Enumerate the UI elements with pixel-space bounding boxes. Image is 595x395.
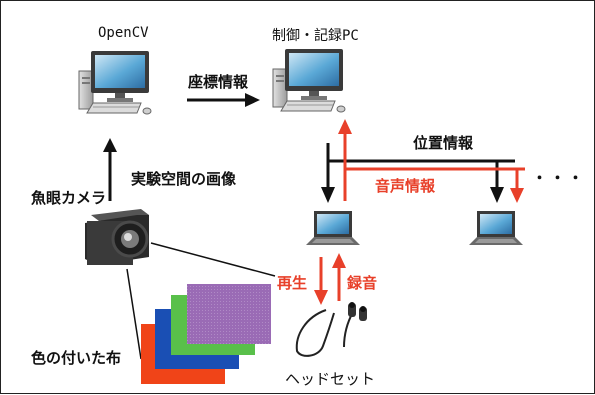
opencv-pc-label: OpenCV xyxy=(98,25,149,41)
audio-info-label: 音声情報 xyxy=(375,177,436,195)
coord-info-label: 座標情報 xyxy=(188,73,249,91)
fisheye-camera-icon xyxy=(85,209,149,265)
opencv-desktop-icon xyxy=(78,50,152,115)
headset-icon xyxy=(295,302,367,357)
fisheye-camera-label: 魚眼カメラ xyxy=(31,189,107,207)
laptop-2-icon xyxy=(469,211,523,245)
playback-label: 再生 xyxy=(277,274,308,292)
exp-image-label: 実験空間の画像 xyxy=(131,170,237,188)
control-desktop-icon xyxy=(272,48,346,113)
recording-label: 録音 xyxy=(347,274,378,292)
headset-label: ヘッドセット xyxy=(285,370,376,388)
black-connectors xyxy=(103,93,515,203)
laptop-1-icon xyxy=(306,211,360,245)
colored-cloth-label: 色の付いた布 xyxy=(31,349,122,367)
position-info-label: 位置情報 xyxy=(413,134,474,152)
ellipsis-label: ・・・ xyxy=(532,169,587,187)
colored-cloth-stack xyxy=(141,284,271,384)
control-pc-label: 制御・記録PC xyxy=(272,28,359,44)
camera-view-lines xyxy=(126,242,276,360)
red-connectors xyxy=(314,119,525,305)
